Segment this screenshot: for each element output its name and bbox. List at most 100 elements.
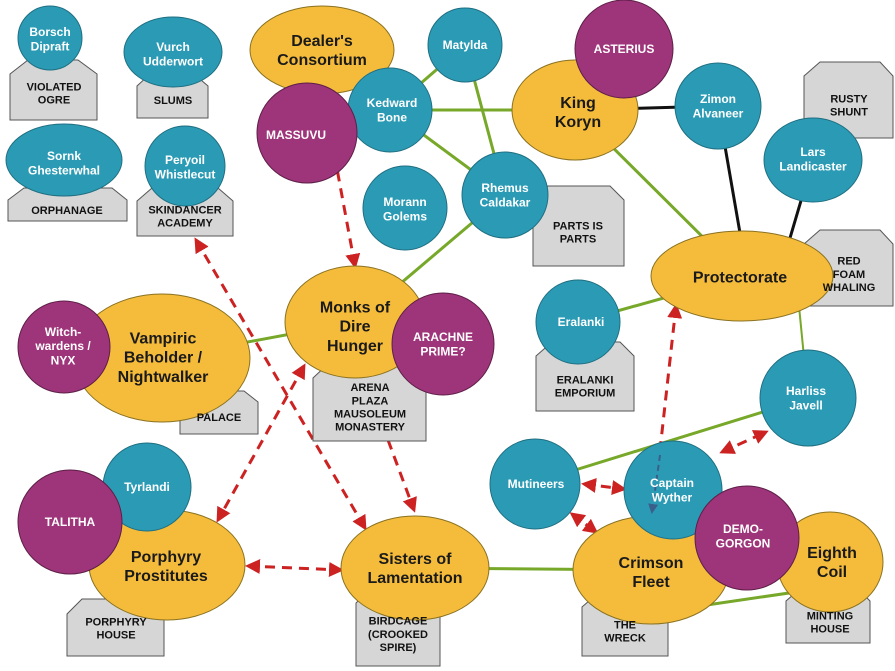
- label-dealers-consortium-line: Dealer's: [291, 33, 353, 50]
- label-emporium-line: EMPORIUM: [555, 387, 616, 399]
- label-massuvu-line: MASSUVU: [266, 128, 326, 142]
- label-vurch-line: Vurch: [156, 40, 190, 54]
- label-vampiric-line: Nightwalker: [118, 369, 209, 386]
- label-wyther-line: Wyther: [652, 490, 693, 504]
- label-arena-line: MAUSOLEUM: [334, 408, 406, 420]
- label-sornk-line: Sornk: [47, 149, 81, 163]
- label-protectorate-line: Protectorate: [693, 270, 787, 287]
- label-matylda-line: Matylda: [443, 38, 488, 52]
- label-zimon-line: Alvaneer: [693, 106, 744, 120]
- label-borsch-line: Borsch: [29, 25, 70, 39]
- person-vurch: [123, 16, 223, 88]
- label-peryoil-line: Peryoil: [165, 153, 205, 167]
- label-sisters: Sisters of Lamentation: [367, 551, 462, 587]
- label-skindancer-line: ACADEMY: [157, 217, 213, 229]
- label-rhemus-line: Rhemus: [481, 181, 529, 195]
- person-eralanki: [535, 279, 621, 365]
- label-sornk-line: Ghesterwhal: [28, 163, 100, 177]
- label-massuvu: MASSUVU: [266, 128, 326, 142]
- conflict-porphyry-sisters: [245, 559, 344, 577]
- label-vampiric-line: Vampiric: [130, 330, 197, 347]
- label-rusty-shunt-line: SHUNT: [830, 106, 868, 118]
- label-orphanage-line: ORPHANAGE: [31, 205, 103, 217]
- conflicts: [194, 85, 769, 577]
- label-king-koryn-line: King: [560, 95, 596, 112]
- label-morann-line: Morann: [383, 195, 426, 209]
- person-sornk: [5, 123, 123, 197]
- people: [5, 5, 863, 540]
- person-zimon: [674, 62, 762, 150]
- label-mutineers: Mutineers: [508, 477, 565, 491]
- label-crimson-line: Fleet: [632, 574, 670, 591]
- label-king-koryn-line: Koryn: [555, 114, 601, 131]
- person-wyther: [623, 440, 723, 540]
- label-arena-line: PLAZA: [352, 395, 389, 407]
- label-red-foam-line: WHALING: [823, 282, 876, 294]
- label-porphyry-house-line: PORPHYRY: [85, 616, 147, 628]
- faction-protectorate: [650, 230, 834, 322]
- label-sisters-line: Sisters of: [379, 551, 453, 568]
- label-red-foam-line: RED: [837, 256, 860, 268]
- label-demogorgon: DEMO-GORGON: [716, 522, 771, 550]
- person-peryoil: [144, 125, 226, 207]
- label-crimson-line: Crimson: [619, 555, 684, 572]
- label-monks-line: Dire: [339, 319, 370, 336]
- villain-arachne: [391, 292, 495, 396]
- label-wreck-line: WRECK: [604, 632, 646, 644]
- villain-demogorgon: [694, 485, 800, 591]
- conflict-wyther-harliss: [719, 430, 769, 454]
- faction-sisters: [340, 515, 490, 621]
- label-sisters-line: Lamentation: [367, 570, 462, 587]
- person-morann: [362, 165, 448, 251]
- label-peryoil-line: Whistlecut: [155, 167, 216, 181]
- conflict-protectorate-wyther: [658, 303, 683, 451]
- label-violated-ogre-line: VIOLATED: [27, 81, 82, 93]
- factions: [73, 5, 884, 625]
- conflict-skindancer-sisters: [194, 237, 367, 531]
- label-eighth-line: Coil: [817, 564, 847, 581]
- label-witch-line: Witch-: [45, 325, 82, 339]
- label-arena-line: MONASTERY: [335, 422, 406, 434]
- label-arena-line: ARENA: [350, 382, 389, 394]
- label-emporium-line: ERALANKI: [557, 374, 614, 386]
- label-wreck-line: THE: [614, 619, 636, 631]
- person-mutineers: [489, 438, 581, 530]
- villain-witch: [17, 300, 111, 394]
- place-parts: [532, 185, 625, 267]
- label-palace-line: PALACE: [197, 412, 241, 424]
- conflict-mutineers-crimson: [569, 512, 599, 534]
- label-borsch-line: Dipraft: [31, 39, 70, 53]
- label-birdcage-line: BIRDCAGE: [369, 616, 428, 628]
- label-harliss-line: Javell: [789, 398, 822, 412]
- label-red-foam-line: FOAM: [833, 269, 865, 281]
- person-rhemus: [461, 151, 549, 239]
- villain-massuvu: [256, 82, 358, 184]
- label-lars-line: Landicaster: [779, 159, 847, 173]
- label-monks-line: Monks of: [320, 299, 391, 316]
- villain-talitha: [17, 469, 123, 575]
- label-birdcage-line: SPIRE): [380, 642, 417, 654]
- label-asterius: ASTERIUS: [594, 42, 655, 56]
- label-demogorgon-line: DEMO-: [723, 522, 763, 536]
- conflict-monks-porphyry: [216, 363, 306, 523]
